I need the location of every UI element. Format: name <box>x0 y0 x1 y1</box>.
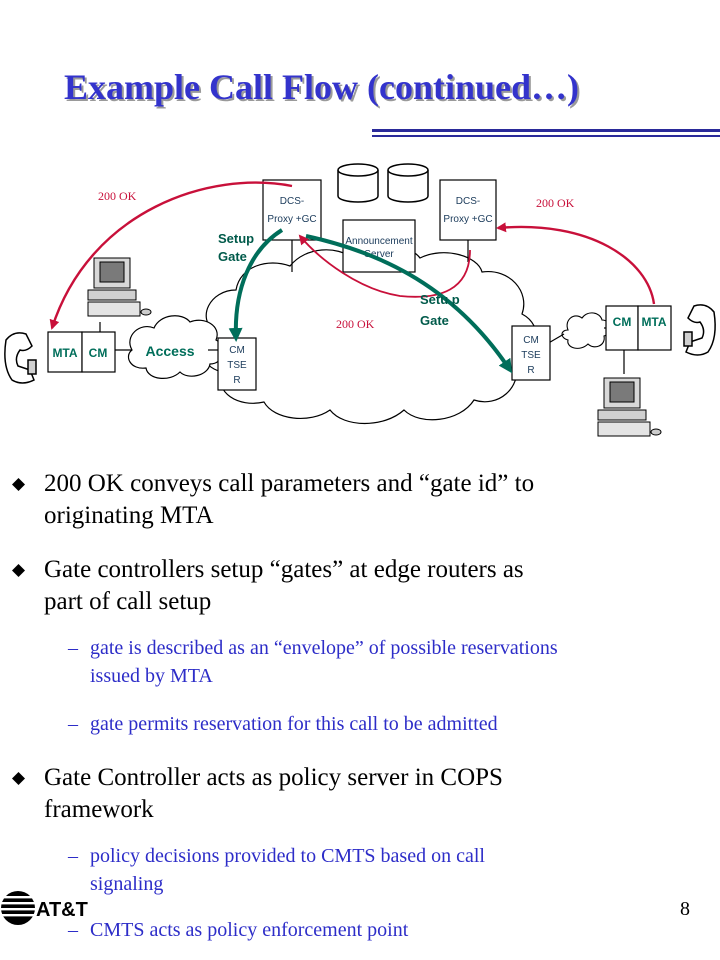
announcement-line2: Server <box>364 249 394 260</box>
bullet-text-line: Gate Controller acts as policy server in… <box>44 764 503 791</box>
setup-gate-arrow-right <box>305 234 513 374</box>
ok-label-center: 200 OK <box>336 317 375 331</box>
left-proxy-line2: Proxy +GC <box>267 214 316 225</box>
announcement-line1: Announcement <box>345 236 412 247</box>
bullet-text-line: Gate controllers setup “gates” at edge r… <box>44 556 524 583</box>
setup-gate-left-line2: Gate <box>218 249 247 264</box>
setup-gate-right-line1: Setu p <box>420 292 460 307</box>
dash-bullet: – <box>68 713 78 735</box>
setup-gate-arrow-left <box>228 228 284 342</box>
page-number: 8 <box>680 898 690 920</box>
access-label: Access <box>145 343 194 359</box>
left-cmtser-line1: CM <box>229 345 245 356</box>
diamond-bullet-icon <box>12 772 25 785</box>
globe-icon <box>0 891 36 925</box>
bullet-text-line: part of call setup <box>44 588 212 615</box>
telephone-icon <box>683 304 716 356</box>
left-cm-box <box>81 331 116 373</box>
title-rule <box>372 129 720 132</box>
sub-bullet-text-line: CMTS acts as policy enforcement point <box>90 919 409 941</box>
computer-icon <box>87 257 152 317</box>
bullet-text-line: 200 OK conveys call parameters and “gate… <box>44 470 535 497</box>
ok-label-right: 200 OK <box>536 196 575 210</box>
sub-bullet-text-line: policy decisions provided to CMTS based … <box>90 845 485 867</box>
computer-icon <box>597 377 662 437</box>
call-flow-diagram: DCS- Proxy +GC DCS- Proxy +GC Announceme… <box>4 163 716 437</box>
right-cmtser-box <box>511 325 551 381</box>
sub-bullet-text-line: issued by MTA <box>90 665 213 687</box>
att-logo: AT&T <box>0 891 88 925</box>
left-proxy-line1: DCS- <box>280 196 304 207</box>
left-cmtser-line2: TSE <box>227 360 247 371</box>
page-title: Example Call Flow (continued…) <box>64 67 580 107</box>
right-mta-label: MTA <box>641 315 666 329</box>
bullet-text-line: originating MTA <box>44 502 214 529</box>
ok-arrow-center <box>298 234 471 298</box>
sub-bullet-item: – gate permits reservation for this call… <box>68 710 720 738</box>
sub-bullet-item: – CMTS acts as policy enforcement point <box>68 916 720 944</box>
title-rule-thin <box>372 135 720 137</box>
diamond-bullet-icon <box>12 478 25 491</box>
left-mta-label: MTA <box>52 346 77 360</box>
left-cmtser-box <box>217 337 257 391</box>
telephone-icon <box>4 332 37 384</box>
logo-text: AT&T <box>36 899 88 921</box>
right-mta-box <box>637 305 672 351</box>
right-dcs-proxy-box <box>439 179 497 241</box>
sub-bullet-text-line: signaling <box>90 873 164 895</box>
left-cmtser-line3: R <box>233 375 240 386</box>
left-dcs-proxy-box <box>262 179 322 241</box>
right-cmtser-line1: CM <box>523 335 539 346</box>
setup-gate-left-line1: Setup <box>218 231 254 246</box>
sub-bullet-item: – policy decisions provided to CMTS base… <box>68 842 720 898</box>
right-proxy-line1: DCS- <box>456 196 480 207</box>
right-proxy-line2: Proxy +GC <box>443 214 492 225</box>
right-cmtser-line2: TSE <box>521 350 541 361</box>
ok-label-left: 200 OK <box>98 189 137 203</box>
bullet-text-line: framework <box>44 796 154 823</box>
ok-arrow-right <box>496 222 656 305</box>
diamond-bullet-icon <box>12 564 25 577</box>
small-cloud <box>561 312 611 349</box>
setup-gate-right-line2: Gate <box>420 313 449 328</box>
left-cm-label: CM <box>89 346 108 360</box>
ok-arrow-left <box>49 181 293 330</box>
right-cm-label: CM <box>613 315 632 329</box>
dash-bullet: – <box>68 919 78 941</box>
sub-bullet-text-line: gate permits reservation for this call t… <box>90 713 498 735</box>
dash-bullet: – <box>68 637 78 659</box>
database-icon <box>337 163 429 203</box>
sub-bullet-text-line: gate is described as an “envelope” of po… <box>90 637 558 659</box>
right-cmtser-line3: R <box>527 365 534 376</box>
sub-bullet-item: – gate is described as an “envelope” of … <box>68 634 720 690</box>
dash-bullet: – <box>68 845 78 867</box>
